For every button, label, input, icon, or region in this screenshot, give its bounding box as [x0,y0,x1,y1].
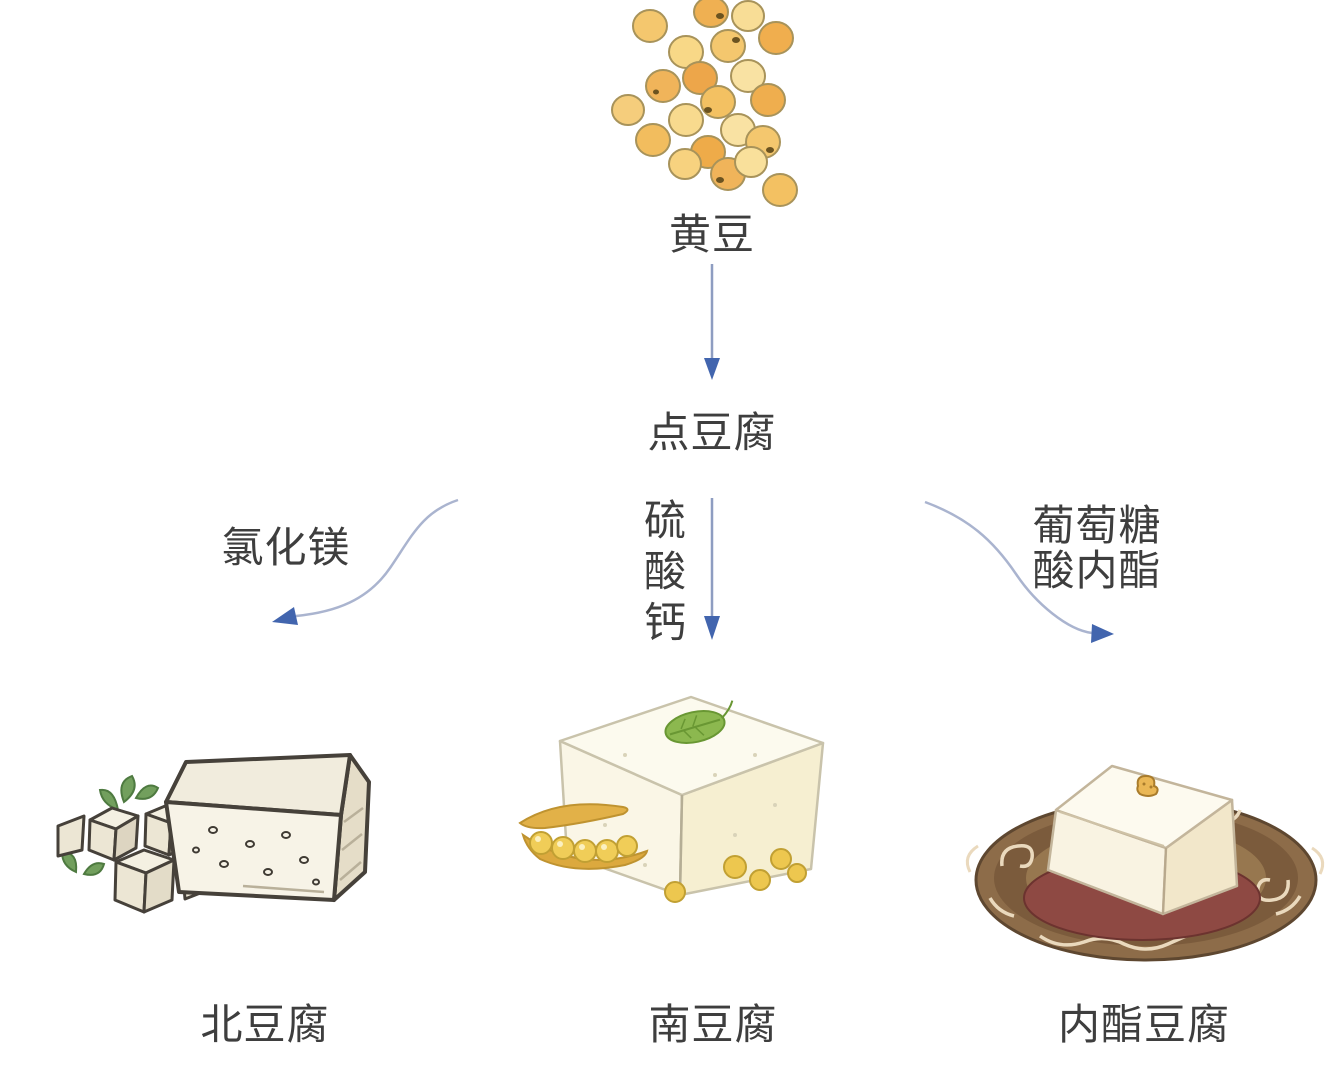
soybean-cluster [611,0,798,207]
tofu-block [1046,764,1239,916]
speckles [603,753,777,867]
product-left-label: 北豆腐 [200,1001,330,1048]
soybean-pod [518,803,649,870]
product-center-label: 南豆腐 [648,1001,778,1048]
leaf-garnish [664,700,734,744]
coagulant-left-label: 氯化镁 [221,524,351,571]
top-crease [1059,811,1165,847]
soybeans-label: 黄豆 [668,211,756,258]
soybeans-illustration [611,0,798,207]
coagulant-center-label: 硫酸钙 [638,498,686,651]
front-edge [1162,847,1167,915]
arrowhead-icon [272,607,298,625]
tofu-block [164,753,371,902]
coagulant-right-line2: 酸内酯 [1032,547,1162,595]
curved-arrow-left [272,498,459,625]
coagulant-right-label: 葡萄糖 酸内酯 [1032,503,1161,594]
loose-soybeans [664,848,807,903]
arrow-soybeans-to-process [704,264,720,380]
arrow-down-center [704,498,720,640]
arrowhead-icon [1091,624,1114,643]
arrowhead-icon [704,616,720,640]
firm-tofu-cubes-illustration [56,753,371,914]
garnish [1136,774,1159,797]
front-edge [678,794,684,896]
product-right-label: 内酯豆腐 [1057,1001,1231,1048]
arrow-curve [295,498,459,618]
tofu-pores [192,826,320,886]
block-shading [242,806,364,894]
soft-tofu-block-illustration [518,695,825,903]
arrowhead-icon [704,358,720,380]
process-label: 点豆腐 [647,409,777,456]
curved-arrow-right [924,500,1114,643]
coagulant-right-line1: 葡萄糖 [1032,502,1162,549]
arrow-curve [924,500,1093,635]
soybean-hilum-dots [653,13,774,183]
silken-tofu-on-plate-illustration [965,764,1325,962]
